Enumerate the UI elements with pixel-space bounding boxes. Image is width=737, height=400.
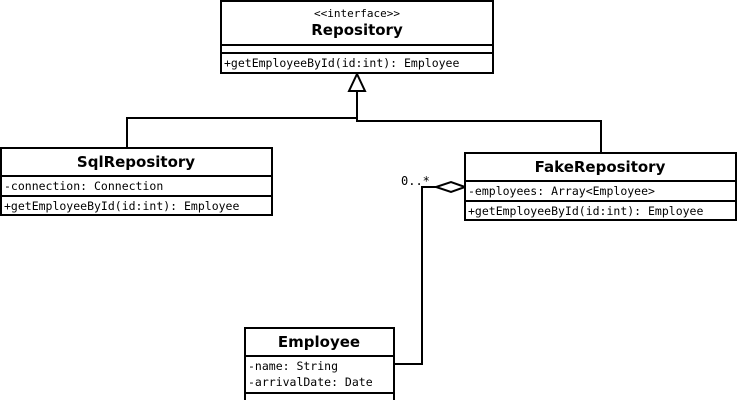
realization-arrowhead [347, 71, 367, 92]
class-fakerepository[interactable]: FakeRepository -employees: Array<Employe… [464, 152, 737, 221]
class-name: FakeRepository [535, 158, 666, 176]
class-method: +getEmployeeById(id:int): Employee [468, 204, 703, 218]
class-repository[interactable]: <<interface>> Repository +getEmployeeByI… [220, 0, 494, 74]
class-method: +getEmployeeById(id:int): Employee [224, 56, 459, 70]
aggregation-line [394, 186, 436, 365]
aggregation-multiplicity: 0..* [401, 174, 430, 188]
class-name: Repository [311, 21, 403, 39]
aggregation-diamond [432, 180, 468, 194]
realization-edges [126, 71, 602, 153]
class-sqlrepository[interactable]: SqlRepository -connection: Connection +g… [0, 147, 273, 216]
class-name: Employee [278, 333, 360, 351]
class-employee[interactable]: Employee -name: String -arrivalDate: Dat… [244, 327, 395, 400]
class-attribute: -arrivalDate: Date [248, 375, 373, 389]
realization-edge-sqlrepository [126, 90, 358, 148]
class-attribute: -connection: Connection [4, 179, 163, 193]
realization-edge-fakerepository [356, 90, 602, 153]
class-name: SqlRepository [77, 153, 195, 171]
class-attribute: -employees: Array<Employee> [468, 184, 655, 198]
class-attribute: -name: String [248, 359, 338, 373]
class-method: +getEmployeeById(id:int): Employee [4, 199, 239, 213]
aggregation-edge: 0..* [394, 174, 468, 365]
class-stereotype: <<interface>> [314, 7, 400, 20]
